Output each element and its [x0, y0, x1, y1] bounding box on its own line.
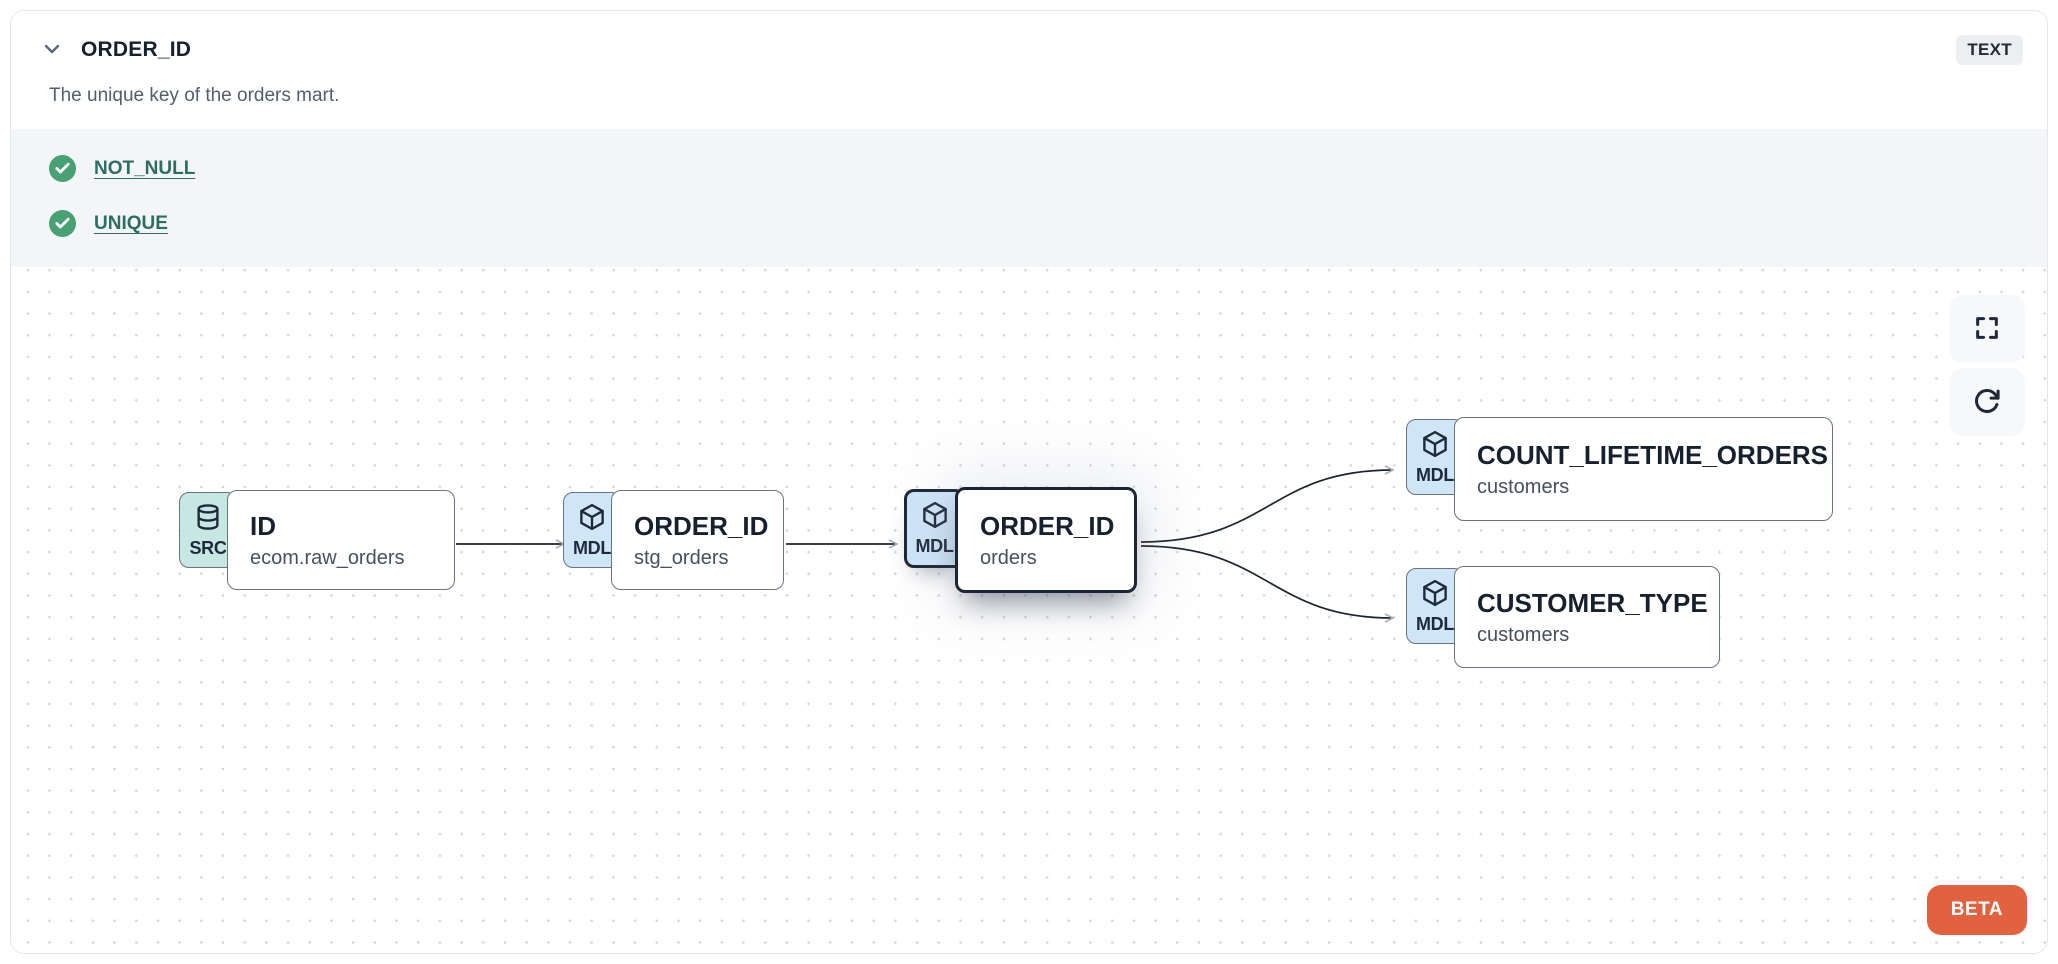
lineage-node-source-id[interactable]: SRC ID ecom.raw_orders	[179, 490, 455, 590]
node-title: CUSTOMER_TYPE	[1477, 587, 1708, 618]
fullscreen-icon	[1973, 314, 2001, 345]
fullscreen-button[interactable]	[1949, 295, 2025, 363]
node-card: CUSTOMER_TYPE customers	[1454, 566, 1720, 668]
beta-badge: BETA	[1926, 885, 2027, 935]
node-subtitle: stg_orders	[634, 546, 729, 569]
lineage-node-stg-orders[interactable]: MDL ORDER_ID stg_orders	[563, 490, 784, 590]
node-subtitle: customers	[1477, 623, 1570, 646]
node-title: ORDER_ID	[980, 510, 1115, 541]
test-link-unique[interactable]: UNIQUE	[94, 212, 168, 234]
node-subtitle: orders	[980, 546, 1037, 569]
node-kind-label: MDL	[572, 537, 612, 558]
test-passed-icon	[49, 155, 76, 182]
node-kind-label: MDL	[1415, 613, 1455, 634]
panel-header: ORDER_ID TEXT The unique key of the orde…	[11, 11, 2047, 129]
cube-icon	[1420, 578, 1450, 613]
test-row: NOT_NULL	[49, 155, 2047, 182]
tests-section: NOT_NULL UNIQUE	[11, 129, 2047, 267]
refresh-button[interactable]	[1949, 368, 2025, 436]
node-kind-label: MDL	[915, 536, 954, 556]
node-kind-label: SRC	[189, 537, 227, 558]
lineage-node-count-lifetime-orders[interactable]: MDL COUNT_LIFETIME_ORDERS customers	[1406, 417, 1833, 521]
cube-icon	[577, 502, 607, 537]
canvas-controls	[1949, 295, 2025, 436]
test-passed-icon	[49, 210, 76, 237]
node-card: ORDER_ID orders	[955, 487, 1137, 593]
node-title: ID	[250, 510, 276, 541]
lineage-canvas[interactable]: SRC ID ecom.raw_orders MDL ORDER_ID	[11, 267, 2047, 953]
database-icon	[193, 502, 223, 537]
test-link-not-null[interactable]: NOT_NULL	[94, 157, 196, 179]
node-title: ORDER_ID	[634, 510, 769, 541]
lineage-node-orders-selected[interactable]: MDL ORDER_ID orders	[904, 487, 1137, 593]
refresh-icon	[1973, 387, 2001, 418]
node-kind-label: MDL	[1415, 464, 1455, 485]
node-subtitle: customers	[1477, 475, 1570, 498]
cube-icon	[920, 500, 950, 535]
node-card: ORDER_ID stg_orders	[611, 490, 784, 590]
edge-ord-ctp	[1140, 545, 1395, 623]
column-description: The unique key of the orders mart.	[49, 85, 340, 106]
column-type-badge: TEXT	[1956, 35, 2023, 65]
collapse-button[interactable]	[39, 37, 65, 63]
cube-icon	[1420, 429, 1450, 464]
node-card: COUNT_LIFETIME_ORDERS customers	[1454, 417, 1833, 521]
test-row: UNIQUE	[49, 210, 2047, 237]
chevron-down-icon	[40, 37, 64, 64]
column-title: ORDER_ID	[81, 38, 192, 61]
node-type-badge-mdl: MDL	[904, 489, 965, 568]
lineage-node-customer-type[interactable]: MDL CUSTOMER_TYPE customers	[1406, 566, 1720, 668]
node-subtitle: ecom.raw_orders	[250, 546, 405, 569]
node-card: ID ecom.raw_orders	[227, 490, 455, 590]
lineage-edges	[456, 465, 1395, 623]
edge-ord-cnt	[1140, 465, 1395, 543]
column-details-panel: ORDER_ID TEXT The unique key of the orde…	[10, 10, 2048, 954]
node-title: COUNT_LIFETIME_ORDERS	[1477, 439, 1829, 470]
